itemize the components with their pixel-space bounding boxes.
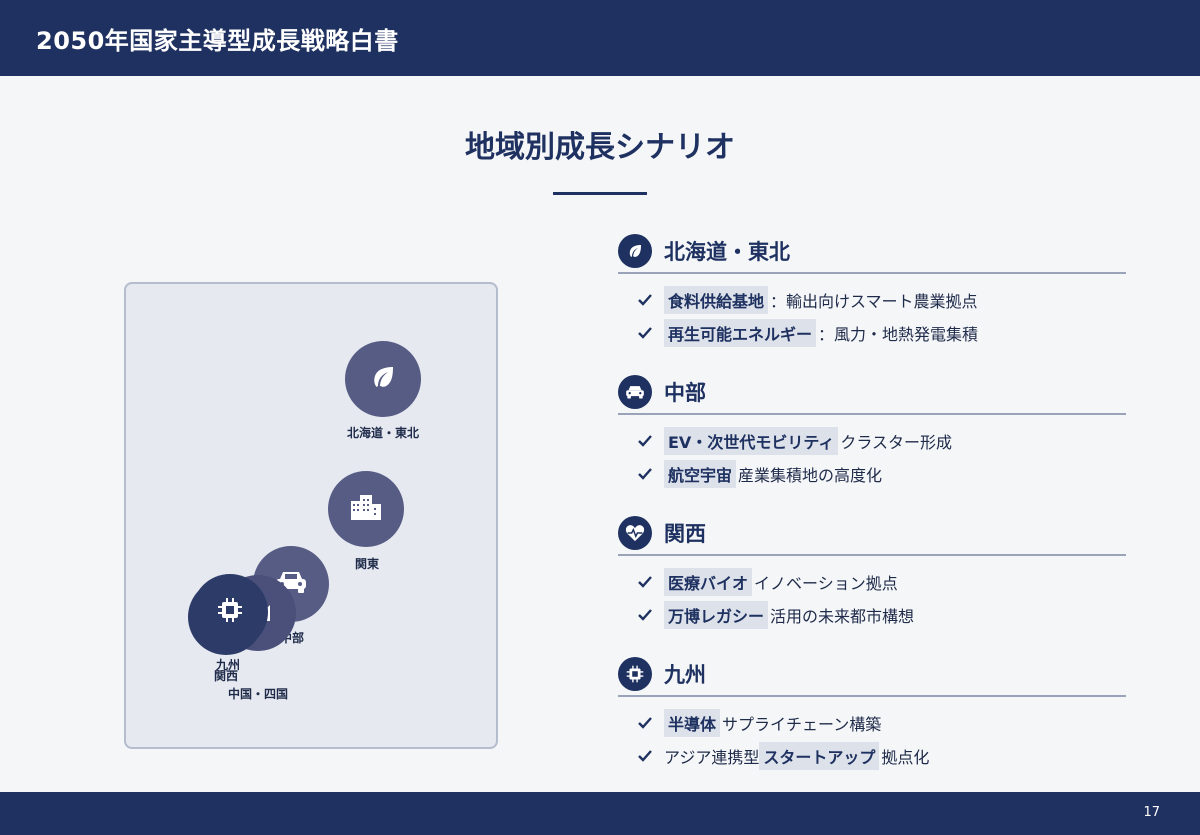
item-text: イノベーション拠点 — [754, 573, 898, 593]
item-prefix: アジア連携型 — [664, 747, 760, 767]
list-item: 半導体 サプライチェーン構築 — [638, 706, 1126, 739]
map-label-kyushu: 九州 — [215, 658, 241, 672]
check-icon — [638, 467, 664, 480]
region-title: 中部 — [664, 381, 706, 405]
heartbeat-icon — [618, 516, 652, 550]
item-highlight: 航空宇宙 — [664, 459, 737, 488]
region-title: 関西 — [664, 522, 706, 546]
list-item: 航空宇宙 産業集積地の高度化 — [638, 457, 1126, 490]
map-label-chugoku-shikoku: 中国・四国 — [227, 687, 289, 701]
chip-icon — [217, 597, 243, 627]
check-icon — [638, 749, 664, 762]
item-text: ：風力・地熱発電集積 — [818, 324, 979, 344]
car-icon — [618, 375, 652, 409]
list-item: EV・次世代モビリティ クラスター形成 — [638, 424, 1126, 457]
region-divider — [618, 272, 1126, 274]
region-title: 九州 — [664, 663, 706, 687]
page-number: 17 — [1143, 805, 1160, 820]
map-node-kanto[interactable] — [328, 471, 404, 547]
item-highlight: 万博レガシー — [664, 600, 769, 629]
region-kyushu: 九州 半導体 サプライチェーン構築 アジア連携型 スタートアップ 拠点化 — [618, 656, 1126, 772]
check-icon — [638, 608, 664, 621]
footer-bar: 17 — [0, 792, 1200, 835]
item-highlight: 医療バイオ — [664, 567, 753, 596]
item-text: 拠点化 — [881, 747, 930, 767]
region-title: 北海道・東北 — [664, 240, 790, 264]
region-chubu: 中部 EV・次世代モビリティ クラスター形成 航空宇宙 産業集積地の高度化 — [618, 374, 1126, 490]
map-label-kanto: 関東 — [354, 557, 380, 571]
list-item: 医療バイオ イノベーション拠点 — [638, 565, 1126, 598]
region-hokkaido-tohoku: 北海道・東北 食料供給基地 ：輸出向けスマート農業拠点 再生可能エネルギー ：風… — [618, 233, 1126, 349]
item-text: クラスター形成 — [840, 432, 953, 452]
check-icon — [638, 716, 664, 729]
header-bar: 2050年国家主導型成長戦略白書 — [0, 0, 1200, 76]
map-node-hokkaido-tohoku[interactable] — [345, 341, 421, 417]
list-item: 食料供給基地 ：輸出向けスマート農業拠点 — [638, 283, 1126, 316]
slide-title: 地域別成長シナリオ — [465, 130, 735, 165]
item-highlight: 食料供給基地 — [664, 285, 769, 314]
item-text: 活用の未来都市構想 — [770, 606, 915, 626]
leaf-icon — [618, 234, 652, 268]
region-map-panel: 北海道・東北 関東 — [124, 282, 498, 749]
chip-icon — [618, 657, 652, 691]
region-divider — [618, 554, 1126, 556]
region-kansai: 関西 医療バイオ イノベーション拠点 万博レガシー 活用の未来都市構想 — [618, 515, 1126, 631]
map-label-kansai: 関西 — [213, 669, 239, 683]
document-title: 2050年国家主導型成長戦略白書 — [36, 26, 399, 55]
item-text: サプライチェーン構築 — [722, 714, 882, 734]
region-divider — [618, 413, 1126, 415]
check-icon — [638, 575, 664, 588]
check-icon — [638, 326, 664, 339]
leaf-icon — [368, 362, 398, 396]
building-icon — [349, 492, 383, 526]
check-icon — [638, 434, 664, 447]
map-node-kyushu[interactable] — [192, 574, 268, 650]
list-item: 万博レガシー 活用の未来都市構想 — [638, 598, 1126, 631]
map-label-hokkaido-tohoku: 北海道・東北 — [346, 426, 420, 440]
list-item: 再生可能エネルギー ：風力・地熱発電集積 — [638, 316, 1126, 349]
item-highlight: 再生可能エネルギー — [664, 318, 817, 347]
title-underline — [553, 192, 647, 195]
region-divider — [618, 695, 1126, 697]
list-item: アジア連携型 スタートアップ 拠点化 — [638, 739, 1126, 772]
check-icon — [638, 293, 664, 306]
item-highlight: スタートアップ — [759, 741, 880, 770]
item-text: ：輸出向けスマート農業拠点 — [770, 291, 978, 311]
item-highlight: 半導体 — [664, 708, 721, 737]
item-text: 産業集積地の高度化 — [738, 465, 883, 485]
item-highlight: EV・次世代モビリティ — [664, 426, 839, 455]
